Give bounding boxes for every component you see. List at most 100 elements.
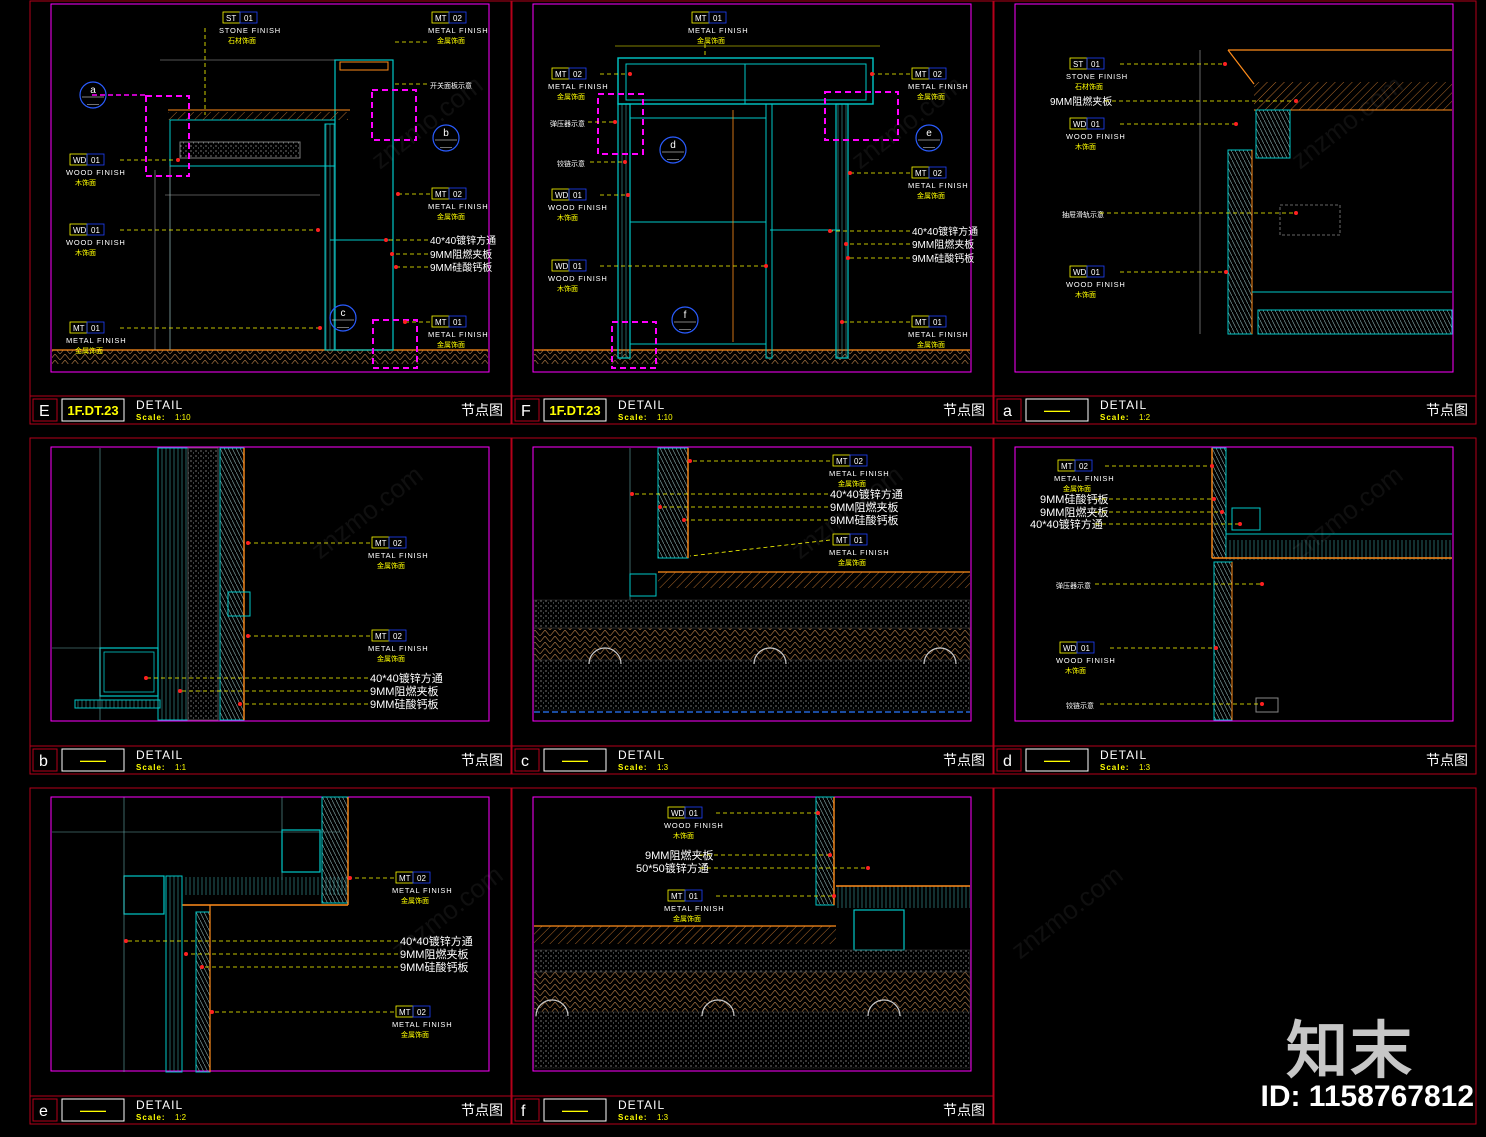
tag-num-box (412, 1005, 431, 1018)
site-watermark: znzmo.com (1005, 859, 1128, 964)
tag-cn: 金属饰面 (1063, 484, 1091, 493)
panel-id: F (521, 403, 531, 420)
note-ply: 9MM阻燃夹板 (912, 238, 974, 251)
tag-code: WD (1073, 268, 1087, 277)
leader-arrow (626, 193, 630, 197)
detail-name: 节点图 (943, 1102, 985, 1118)
tag-num-box (849, 533, 868, 546)
tag-cn: 金属饰面 (377, 654, 405, 663)
tag-num: 01 (1091, 60, 1100, 69)
tag-code: MT (555, 70, 567, 79)
callout-circle (659, 136, 687, 164)
leader-arrow (316, 228, 320, 232)
title-bar-frame (511, 1095, 994, 1125)
tag-code: MT (399, 1008, 411, 1017)
detail-name: 节点图 (943, 752, 985, 768)
pipe (535, 999, 569, 1017)
pipe (701, 999, 735, 1017)
empty-frame (993, 787, 1477, 1125)
board-layer (187, 447, 219, 721)
scale-value: 1:2 (175, 1113, 187, 1122)
tag-num: 02 (453, 14, 462, 23)
top-edge (339, 61, 389, 71)
detail-callout-box (371, 89, 417, 141)
leader-arrow (682, 518, 686, 522)
door-leaf (195, 911, 211, 1073)
image-id-watermark: ID: 1158767812 (1260, 1080, 1474, 1113)
tag-cn: 石材饰面 (1075, 82, 1103, 91)
panel-ref: 1F.DT.23 (549, 403, 600, 418)
floor-stone (658, 572, 970, 588)
leader-arrow (846, 256, 850, 260)
scale-value: 1:2 (1139, 413, 1151, 422)
panel-ref-box (61, 398, 125, 422)
scale-label: Scale: (1100, 413, 1130, 422)
drawing-frame (532, 3, 972, 373)
leader-arrow (1224, 270, 1228, 274)
drawer-pull (1279, 204, 1341, 236)
leader-arrow (1234, 122, 1238, 126)
callout-b: b—— (432, 124, 460, 152)
title-bar-frame (993, 745, 1477, 775)
tag-code: MT (671, 892, 683, 901)
tag-cn: 木饰面 (75, 248, 96, 257)
leader-arrow (394, 265, 398, 269)
tag-en: WOOD FINISH (1066, 132, 1126, 141)
tag-en: WOOD FINISH (548, 203, 608, 212)
panel-ref: —— (562, 1103, 588, 1118)
tag-code: MT (435, 318, 447, 327)
leader-arrow (816, 811, 820, 815)
drawing-frame (1014, 446, 1454, 722)
leader-arrow (1223, 62, 1227, 66)
cabinet-frame (334, 59, 394, 351)
tag-en: METAL FINISH (66, 336, 126, 345)
detail-name: 节点图 (461, 1102, 503, 1118)
tag-code: ST (1073, 60, 1083, 69)
tag-num-box (412, 871, 431, 884)
screed (533, 949, 971, 973)
detail-title: DETAIL (618, 1098, 665, 1112)
tag-en: METAL FINISH (908, 82, 968, 91)
tag-cn: 金属饰面 (838, 479, 866, 488)
tag-num: 02 (417, 874, 426, 883)
detail-callout-box (597, 93, 644, 155)
title-bar-frame (511, 395, 994, 425)
panel-ref: —— (1044, 753, 1070, 768)
note-steel: 40*40镀锌方通 (370, 671, 443, 685)
title-bar-frame (511, 745, 994, 775)
leader-arrow (1260, 702, 1264, 706)
tag-cn: 金属饰面 (377, 561, 405, 570)
note-steel: 40*40镀锌方通 (1030, 517, 1103, 531)
scale-label: Scale: (136, 413, 166, 422)
tag-code: MT (836, 536, 848, 545)
tag-code: MT (435, 190, 447, 199)
callout-a: a—— (79, 81, 107, 109)
leader-arrow (178, 689, 182, 693)
slab (533, 659, 971, 711)
callout-letter: b (443, 128, 449, 139)
leader-arrow (848, 171, 852, 175)
tag-code: ST (226, 14, 236, 23)
tag-num-box (86, 223, 105, 236)
leader-arrow (832, 894, 836, 898)
tag-num: 01 (1081, 644, 1090, 653)
tag-cn: 木饰面 (1075, 290, 1096, 299)
tag-num-box (1086, 265, 1105, 278)
note-ply: 9MM阻燃夹板 (645, 848, 713, 862)
tag-num-box (239, 11, 258, 24)
floor-finish (52, 350, 488, 364)
leader-arrow (176, 158, 180, 162)
panel-id-box (32, 1098, 58, 1122)
pipe (753, 647, 787, 665)
leader-arrow (246, 634, 250, 638)
note-board: 9MM硅酸钙板 (912, 252, 974, 265)
tag-en: METAL FINISH (908, 330, 968, 339)
leader-arrow (764, 264, 768, 268)
leader-arrow (828, 229, 832, 233)
